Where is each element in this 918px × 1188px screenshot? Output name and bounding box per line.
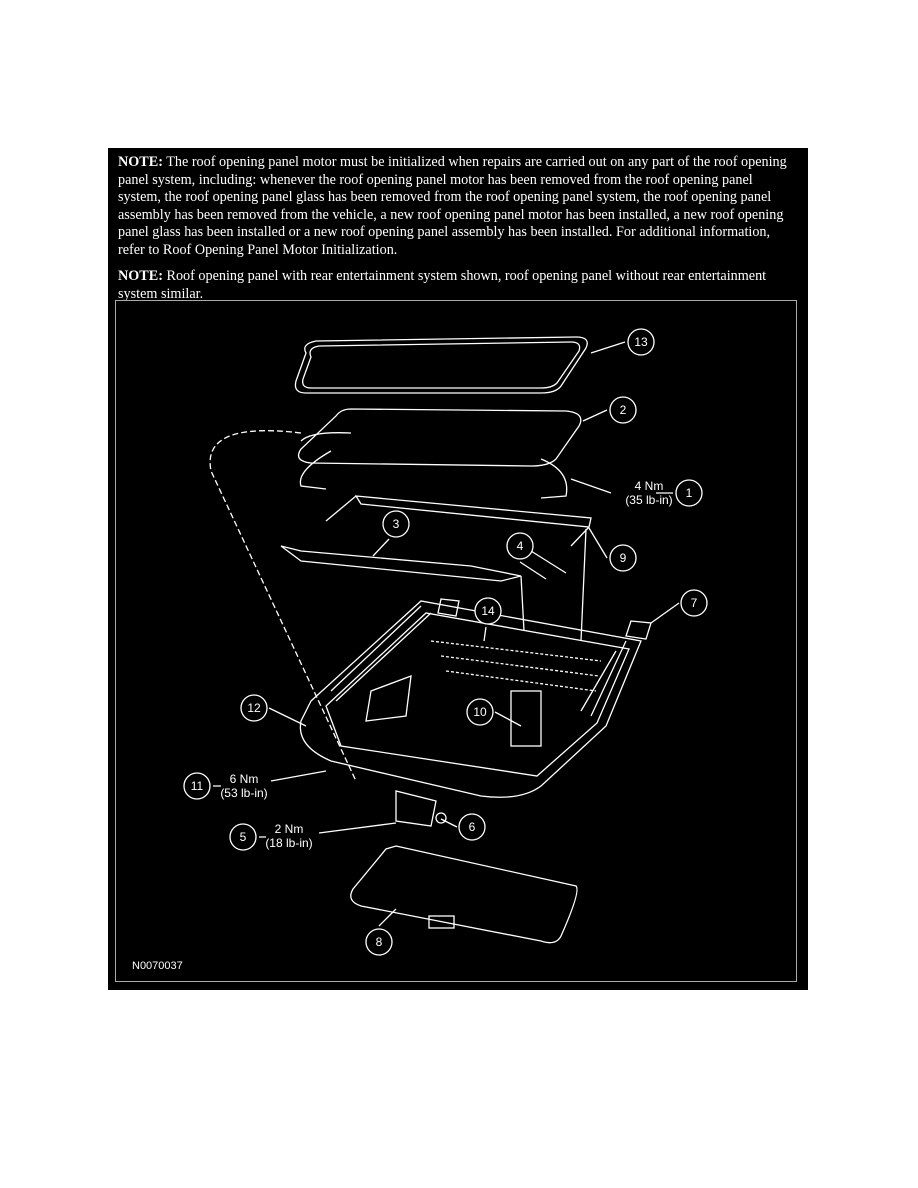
note-label: NOTE: <box>118 268 163 284</box>
callout-5: 5 <box>240 830 247 844</box>
note-rear-entertainment: NOTE: Roof opening panel with rear enter… <box>118 268 798 303</box>
callout-8: 8 <box>376 935 383 949</box>
exploded-diagram: 13 2 1 9 3 4 7 14 12 10 11 6 5 8 4 Nm (3… <box>115 300 797 982</box>
note-initialization: NOTE: The roof opening panel motor must … <box>118 154 798 259</box>
callout-11: 11 <box>191 779 204 793</box>
roof-opening-panel-illustration: 13 2 1 9 3 4 7 14 12 10 11 6 5 8 4 Nm (3… <box>132 328 708 972</box>
part-trim-cover <box>350 845 578 944</box>
callout-1: 1 <box>686 486 693 500</box>
callout-9: 9 <box>620 551 627 565</box>
callout-4: 4 <box>517 539 524 553</box>
torque-1-nm: 4 Nm <box>635 479 664 493</box>
torque-5-lbin: (18 lb-in) <box>265 836 312 850</box>
callout-10: 10 <box>473 705 487 719</box>
callout-12: 12 <box>247 701 261 715</box>
document-panel: NOTE: The roof opening panel motor must … <box>108 148 808 990</box>
callout-7: 7 <box>691 596 698 610</box>
note-text: Roof opening panel with rear entertainme… <box>118 268 767 302</box>
callout-14: 14 <box>481 604 495 618</box>
part-seal <box>294 336 588 394</box>
callout-6: 6 <box>469 820 476 834</box>
callout-3: 3 <box>393 517 400 531</box>
callout-2: 2 <box>620 403 627 417</box>
part-frame <box>299 600 642 798</box>
figure-id: N0070037 <box>132 960 183 972</box>
torque-11-lbin: (53 lb-in) <box>220 786 267 800</box>
torque-1-lbin: (35 lb-in) <box>625 493 672 507</box>
torque-11-nm: 6 Nm <box>230 772 259 786</box>
part-motor <box>395 790 437 827</box>
part-shade <box>280 545 522 582</box>
callout-13: 13 <box>634 335 648 349</box>
torque-5-nm: 2 Nm <box>275 822 304 836</box>
part-glass <box>297 408 582 467</box>
note-text: The roof opening panel motor must be ini… <box>118 154 787 258</box>
note-label: NOTE: <box>118 154 163 170</box>
